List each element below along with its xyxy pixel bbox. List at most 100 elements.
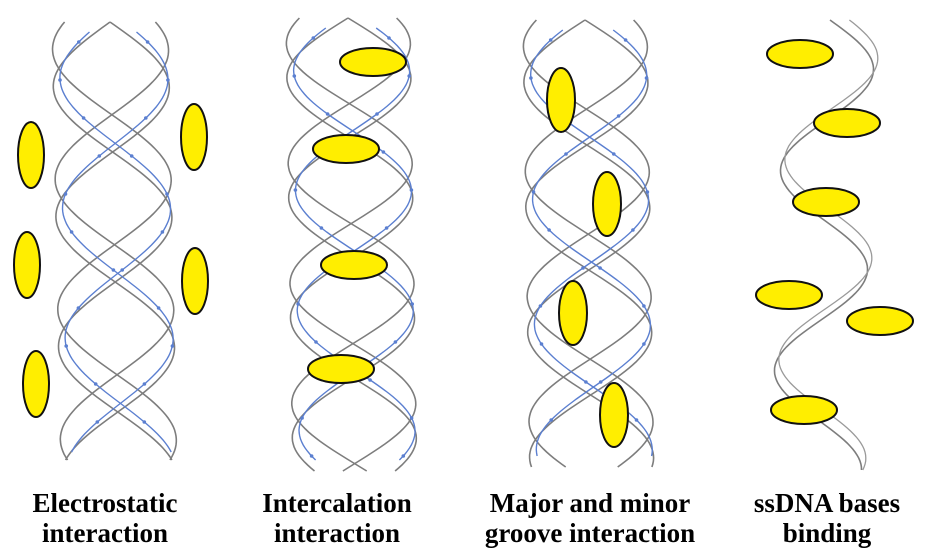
bound-molecule	[547, 68, 575, 132]
strand-node	[549, 38, 553, 42]
strand-node	[300, 416, 304, 420]
strand-node	[375, 112, 379, 116]
bound-molecule	[321, 251, 387, 279]
caption-line: Major and minor	[460, 488, 720, 518]
strand-node	[631, 228, 635, 232]
strand-node	[171, 344, 175, 348]
strand-node	[646, 190, 650, 194]
strand-node	[394, 340, 398, 344]
electrostatic-panel	[14, 22, 208, 460]
strand-node	[94, 382, 98, 386]
strand-node	[64, 344, 68, 348]
bound-molecule	[600, 383, 628, 447]
caption-line: Electrostatic	[0, 488, 210, 518]
strand-node	[82, 116, 86, 120]
strand-node	[77, 40, 81, 44]
groove-panel	[523, 20, 653, 467]
strand-node	[529, 76, 533, 80]
strand-node	[98, 154, 102, 158]
gray-strand	[287, 18, 416, 471]
strand-node	[112, 268, 116, 272]
strand-node	[314, 340, 318, 344]
gray-strand	[526, 20, 652, 467]
gray-strand	[288, 18, 414, 471]
gray-strand	[286, 18, 415, 471]
strand-node	[310, 454, 314, 458]
strand-node	[581, 266, 585, 270]
blue-strand	[60, 32, 171, 452]
strand-node	[143, 382, 147, 386]
ssdna-panel	[756, 20, 913, 470]
bound-molecule	[14, 232, 40, 298]
strand-node	[612, 152, 616, 156]
bound-molecule	[847, 307, 913, 335]
strand-node	[598, 266, 602, 270]
strand-node	[294, 188, 298, 192]
strand-node	[77, 306, 81, 310]
strand-node	[599, 380, 603, 384]
gray-strand	[53, 22, 177, 460]
strand-node	[642, 342, 646, 346]
strand-node	[368, 378, 372, 382]
strand-node	[58, 78, 62, 82]
bound-molecule	[308, 355, 374, 383]
gray-strand	[56, 22, 175, 460]
bound-molecule	[313, 135, 379, 163]
strand-node	[387, 36, 391, 40]
bound-molecule	[18, 122, 44, 188]
gray-strand	[525, 20, 651, 467]
strand-node	[635, 418, 639, 422]
strand-node	[385, 226, 389, 230]
gray-strand	[524, 20, 654, 467]
strand-node	[130, 154, 134, 158]
strand-node	[617, 114, 621, 118]
strand-node	[320, 226, 324, 230]
bound-molecule	[559, 281, 587, 345]
strand-node	[532, 190, 536, 194]
intercalation-caption: Intercalation interaction	[222, 488, 452, 548]
strand-node	[166, 78, 170, 82]
electrostatic-caption: Electrostatic interaction	[0, 488, 210, 548]
strand-node	[539, 304, 543, 308]
bound-molecule	[181, 104, 207, 170]
strand-node	[410, 416, 414, 420]
bound-molecule	[814, 109, 880, 137]
bound-molecule	[793, 188, 859, 216]
strand-node	[410, 302, 414, 306]
strand-node	[564, 152, 568, 156]
intercalation-panel	[286, 18, 416, 471]
strand-node	[143, 420, 147, 424]
blue-strand	[295, 28, 413, 460]
bound-molecule	[182, 248, 208, 314]
gray-strand	[523, 20, 653, 467]
strand-node	[146, 40, 150, 44]
strand-node	[64, 192, 68, 196]
ssdna-caption: ssDNA bases binding	[728, 488, 926, 548]
caption-line: groove interaction	[460, 518, 720, 548]
bound-molecule	[593, 172, 621, 236]
bound-molecule	[756, 281, 822, 309]
caption-line: interaction	[0, 518, 210, 548]
strand-node	[642, 304, 646, 308]
strand-node	[645, 76, 649, 80]
caption-line: ssDNA bases	[728, 488, 926, 518]
strand-node	[584, 380, 588, 384]
bound-molecule	[340, 48, 406, 76]
bound-molecule	[771, 396, 837, 424]
caption-line: interaction	[222, 518, 452, 548]
bound-molecule	[767, 40, 833, 68]
strand-node	[312, 36, 316, 40]
strand-node	[407, 74, 411, 78]
strand-node	[624, 38, 628, 42]
bound-molecule	[23, 351, 49, 417]
strand-node	[165, 192, 169, 196]
strand-node	[402, 454, 406, 458]
strand-node	[547, 228, 551, 232]
strand-node	[161, 230, 165, 234]
strand-node	[382, 150, 386, 154]
strand-node	[293, 74, 297, 78]
caption-line: binding	[728, 518, 926, 548]
strand-node	[549, 418, 553, 422]
strand-node	[157, 306, 161, 310]
